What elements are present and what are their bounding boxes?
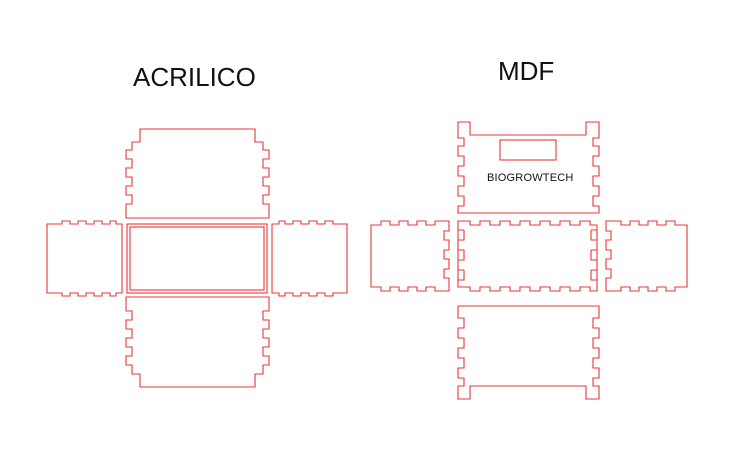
- mdf-handle-slot: [499, 139, 557, 161]
- mdf-left-panel: [370, 220, 450, 292]
- acrylic-top-panel: [125, 128, 270, 219]
- acrylic-title: ACRILICO: [133, 62, 256, 92]
- acrylic-panels: [46, 128, 348, 388]
- acrylic-center-panel: [126, 223, 268, 294]
- mdf-bottom-panel: [457, 305, 600, 400]
- mdf-top-panel: [457, 121, 600, 214]
- mdf-right-panel: [605, 220, 688, 292]
- acrylic-bottom-panel: [125, 296, 270, 388]
- mdf-center-panel: [457, 220, 598, 292]
- mdf-engraving-text: BIOGROWTECH: [487, 172, 574, 184]
- mdf-panels: [370, 121, 688, 400]
- mdf-center-panel-inner: [458, 229, 597, 281]
- mdf-title: MDF: [498, 56, 555, 86]
- acrylic-left-panel: [46, 220, 123, 297]
- acrylic-center-panel-inner: [129, 226, 265, 291]
- acrylic-right-panel: [271, 220, 348, 297]
